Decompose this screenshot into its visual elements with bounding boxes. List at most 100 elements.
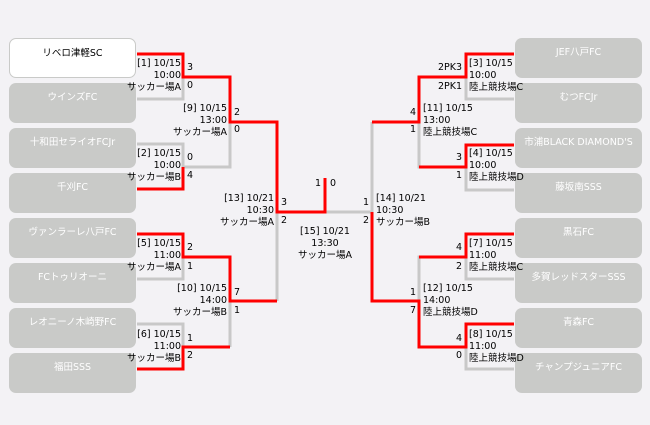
match-venue: サッカー場A — [298, 250, 352, 261]
score: 1 — [455, 170, 462, 181]
score: 1 — [234, 305, 241, 316]
match-label: [8] 10/15 — [469, 329, 513, 340]
match-label: [13] 10/21 — [224, 193, 274, 204]
match-time: 10:00 — [153, 70, 181, 81]
score: 2 — [455, 261, 462, 272]
final-score: 1 — [314, 178, 321, 189]
score: 2 — [281, 215, 288, 226]
team-box[interactable]: FCトゥリオーニ — [9, 263, 136, 303]
team-box[interactable]: リベロ津軽SC — [9, 38, 136, 78]
match-label: [15] 10/21 — [300, 226, 350, 237]
score: 2 — [362, 215, 369, 226]
match-label: [4] 10/15 — [469, 148, 513, 159]
team-box[interactable]: 多賀レッドスターSSS — [515, 263, 642, 303]
match-time: 10:00 — [469, 160, 497, 171]
score: 4 — [455, 242, 462, 253]
match-label: [6] 10/15 — [137, 329, 181, 340]
team-box[interactable]: 市浦BLACK DIAMOND'S — [515, 128, 642, 168]
score: 4 — [409, 107, 416, 118]
match-time: 11:00 — [153, 250, 181, 261]
match-venue: サッカー場B — [376, 217, 431, 228]
score: 1 — [187, 333, 194, 344]
match-label: [7] 10/15 — [469, 238, 513, 249]
score: 2PK3 — [437, 62, 462, 73]
match-label: [1] 10/15 — [137, 58, 181, 69]
match-venue: サッカー場B — [172, 307, 227, 318]
score: 0 — [234, 124, 241, 135]
score: 1 — [187, 261, 194, 272]
match-venue: 陸上競技場C — [469, 82, 524, 93]
score: 0 — [187, 80, 194, 91]
team-box[interactable]: 青森FC — [515, 308, 642, 348]
score: 7 — [234, 287, 241, 298]
team-box[interactable]: むつFCJr — [515, 83, 642, 123]
match-time: 11:00 — [153, 341, 181, 352]
match-venue: サッカー場A — [127, 262, 181, 273]
score: 3 — [281, 197, 288, 208]
team-box[interactable]: JEF八戸FC — [515, 38, 642, 78]
match-venue: サッカー場B — [126, 172, 181, 183]
team-box[interactable]: レオニーノ木崎野FC — [9, 308, 136, 348]
score: 2PK1 — [437, 81, 462, 92]
score: 0 — [455, 350, 462, 361]
score: 1 — [409, 287, 416, 298]
team-box[interactable]: ヴァンラーレ八戸FC — [9, 218, 136, 258]
score: 2 — [187, 242, 194, 253]
team-box[interactable]: 十和田セライオFCJr — [9, 128, 136, 168]
team-box[interactable]: 黒石FC — [515, 218, 642, 258]
match-venue: 陸上競技場D — [469, 353, 524, 364]
score: 1 — [362, 197, 369, 208]
match-time: 13:00 — [423, 115, 451, 126]
match-label: [2] 10/15 — [137, 148, 181, 159]
match-label: [14] 10/21 — [376, 193, 426, 204]
score: 4 — [455, 333, 462, 344]
match-venue: 陸上競技場D — [423, 307, 478, 318]
team-box[interactable]: 藤坂南SSS — [515, 173, 642, 213]
match-time: 10:00 — [153, 160, 181, 171]
score: 7 — [409, 305, 416, 316]
team-box[interactable]: チャンプジュニアFC — [515, 353, 642, 393]
score: 3 — [187, 62, 194, 73]
match-time: 13:30 — [311, 238, 339, 249]
match-label: [9] 10/15 — [183, 103, 227, 114]
match-time: 10:00 — [469, 70, 497, 81]
match-venue: 陸上競技場D — [469, 172, 524, 183]
score: 1 — [409, 124, 416, 135]
lines-winner — [137, 52, 514, 371]
match-time: 14:00 — [199, 295, 227, 306]
match-label: [3] 10/15 — [469, 58, 513, 69]
match-venue: 陸上競技場C — [469, 262, 524, 273]
score: 4 — [187, 170, 194, 181]
team-box[interactable]: ウインズFC — [9, 83, 136, 123]
score: 0 — [187, 152, 194, 163]
score: 2 — [234, 107, 241, 118]
match-time: 10:30 — [376, 205, 404, 216]
match-venue: サッカー場A — [127, 82, 181, 93]
match-label: [10] 10/15 — [177, 283, 227, 294]
team-box[interactable]: 福田SSS — [9, 353, 136, 393]
match-time: 14:00 — [423, 295, 451, 306]
score: 3 — [455, 152, 462, 163]
match-label: [12] 10/15 — [423, 283, 473, 294]
team-box[interactable]: 千刈FC — [9, 173, 136, 213]
match-label: [5] 10/15 — [137, 238, 181, 249]
match-venue: サッカー場A — [173, 127, 227, 138]
match-venue: サッカー場B — [126, 353, 181, 364]
match-time: 11:00 — [469, 341, 497, 352]
